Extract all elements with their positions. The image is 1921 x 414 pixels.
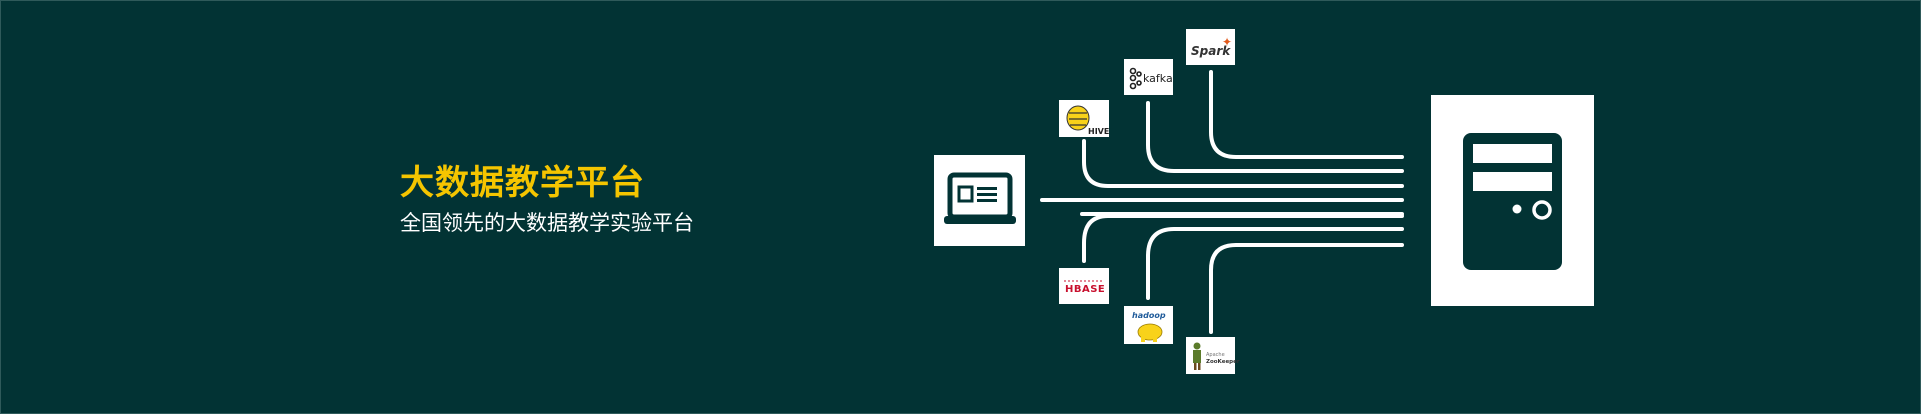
hive-logo: HIVE	[1059, 100, 1109, 137]
laptop-icon	[944, 172, 1016, 224]
hadoop-logo-text: hadoop	[1132, 311, 1166, 320]
hbase-logo: HBASE	[1059, 268, 1109, 304]
zookeeper-logo-top-text: Apache	[1206, 352, 1225, 358]
zookeeper-logo: Apache ZooKeeper	[1186, 337, 1240, 374]
laptop-box	[934, 155, 1025, 246]
hadoop-logo: hadoop	[1124, 306, 1173, 344]
hive-connector	[1082, 139, 1404, 188]
kafka-logo: kafka	[1124, 59, 1173, 95]
banner-title: 大数据教学平台	[400, 163, 645, 203]
spark-connector	[1209, 70, 1404, 159]
zookeeper-keeper-icon	[1193, 342, 1201, 370]
hadoop-connector	[1146, 227, 1404, 300]
hive-logo-text: HIVE	[1088, 127, 1109, 136]
spark-star-icon: ✦	[1222, 35, 1232, 49]
kafka-connector	[1146, 101, 1404, 173]
kafka-nodes-icon	[1129, 67, 1142, 90]
banner-subtitle: 全国领先的大数据教学实验平台	[400, 211, 694, 235]
server-icon	[1463, 133, 1562, 270]
server-box	[1431, 95, 1594, 306]
connector-lines	[1040, 70, 1404, 334]
spark-logo: Spark ✦	[1186, 29, 1235, 65]
zookeeper-logo-text: ZooKeeper	[1206, 359, 1240, 365]
hbase-logo-text: HBASE	[1065, 284, 1105, 295]
hbase-connector	[1082, 214, 1404, 263]
zookeeper-connector	[1209, 243, 1404, 334]
spark-logo-text: Spark	[1191, 44, 1231, 58]
kafka-logo-text: kafka	[1143, 72, 1173, 85]
hive-bee-icon	[1066, 105, 1090, 131]
